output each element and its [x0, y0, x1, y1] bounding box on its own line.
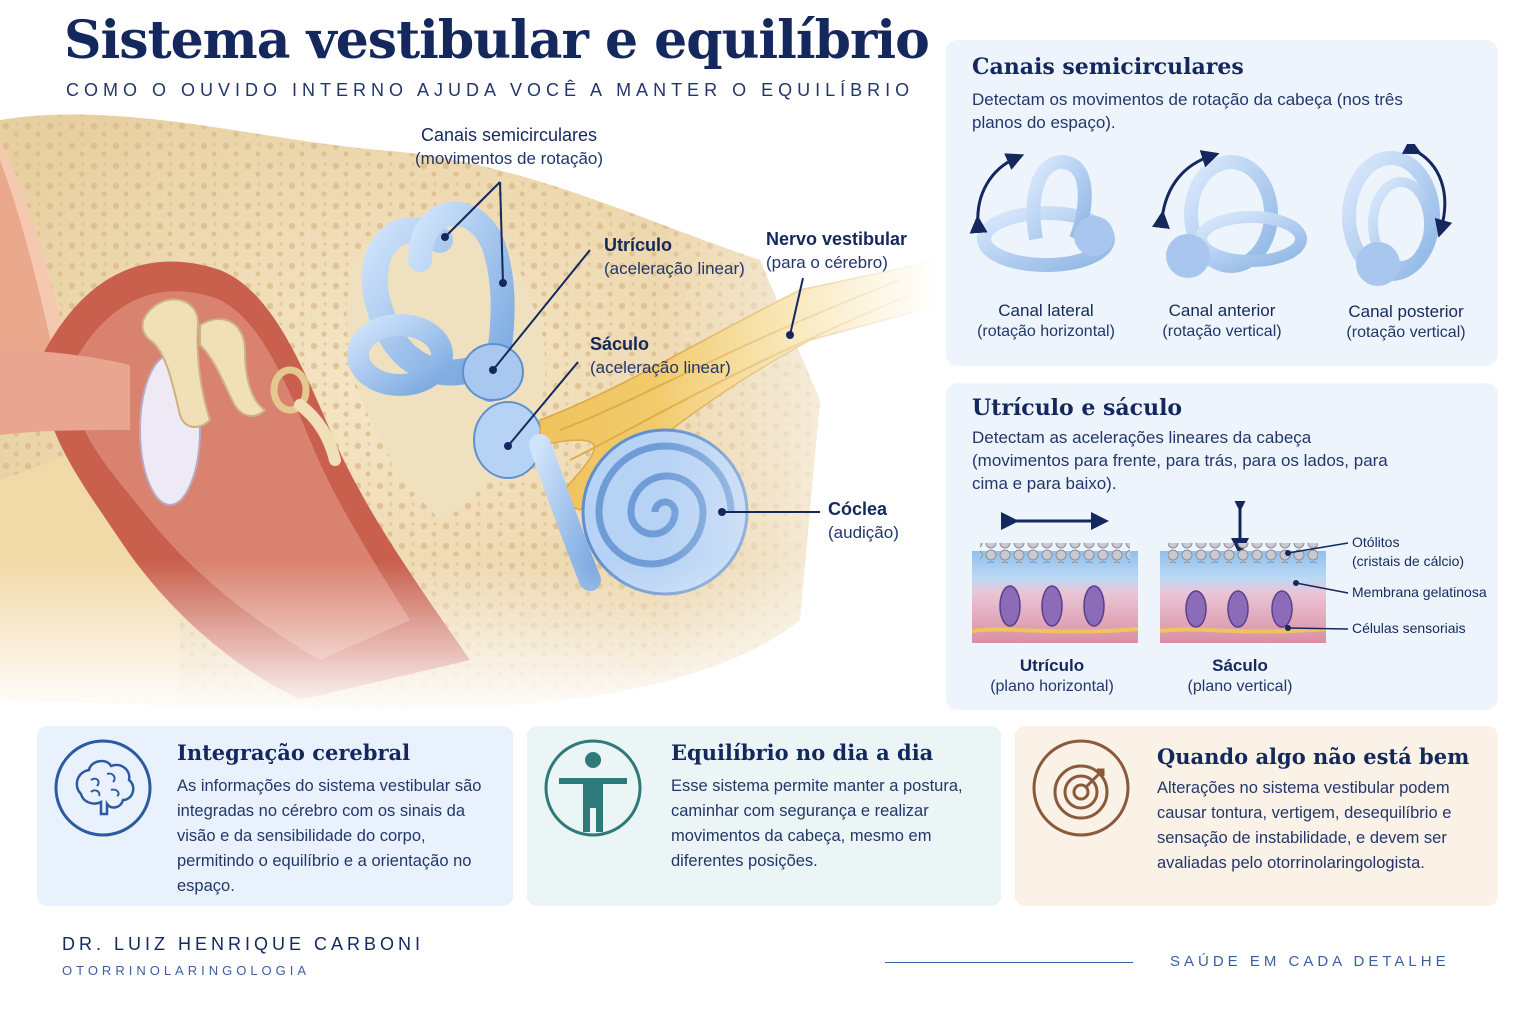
utriculo-caption: Utrículo (plano horizontal): [982, 655, 1122, 697]
utriculo-desc: (plano horizontal): [990, 678, 1114, 695]
card-integracao-cerebral: Integração cerebral As informações do si…: [37, 726, 513, 906]
label-utriculo-sub: (aceleração linear): [604, 259, 745, 278]
legend-otolitos-sub: (cristais de cálcio): [1352, 553, 1465, 569]
footer-tagline: SAÚDE EM CADA DETALHE: [1170, 953, 1450, 970]
panel-canais-text: Detectam os movimentos de rotação da cab…: [972, 90, 1403, 132]
label-nervo-vestibular: Nervo vestibular (para o cérebro): [766, 228, 907, 274]
footer-specialty: OTORRINOLARINGOLOGIA: [62, 963, 311, 978]
canal-posterior-desc: (rotação vertical): [1346, 324, 1466, 341]
card-integracao-text: As informações do sistema vestibular são…: [177, 777, 482, 895]
spiral-target-icon: [1032, 739, 1130, 837]
legend-leader-lines: [1285, 542, 1349, 631]
canal-posterior-name: Canal posterior: [1348, 302, 1464, 321]
canal-anterior-desc: (rotação vertical): [1162, 323, 1282, 340]
utriculo-name: Utrículo: [1019, 656, 1085, 675]
card-quando-algo-nao-esta-bem: Quando algo não está bem Alterações no s…: [1015, 726, 1498, 906]
canal-lateral-name: Canal lateral: [998, 301, 1094, 320]
utricle-tissue-icon: [971, 512, 1139, 643]
label-nervo-sub: (para o cérebro): [766, 253, 888, 272]
footer-doctor-name: DR. LUIZ HENRIQUE CARBONI: [62, 934, 425, 954]
label-utriculo: Utrículo (aceleração linear): [604, 234, 745, 280]
label-canais-title: Canais semicirculares: [420, 125, 598, 145]
panel-otolitos-title: Utrículo e sáculo: [972, 395, 1183, 421]
canal-anterior-name: Canal anterior: [1168, 301, 1276, 320]
inner-ear-illustration: [0, 100, 940, 715]
canal-anterior-caption: Canal anterior (rotação vertical): [1152, 300, 1292, 342]
card-quando-text: Alterações no sistema vestibular podem c…: [1157, 779, 1452, 872]
label-utriculo-title: Utrículo: [604, 235, 673, 255]
legend-membrana: Membrana gelatinosa: [1352, 584, 1487, 600]
page-subtitle: COMO O OUVIDO INTERNO AJUDA VOCÊ A MANTE…: [66, 80, 915, 100]
card-quando-title: Quando algo não está bem: [1157, 744, 1470, 769]
person-balance-icon: [544, 739, 642, 837]
label-canais-sub: (movimentos de rotação): [415, 149, 604, 168]
label-coclea-sub: (audição): [828, 523, 899, 542]
label-nervo-title: Nervo vestibular: [766, 229, 908, 249]
card-equilibrio-dia-a-dia: Equilíbrio no dia a dia Esse sistema per…: [527, 726, 1001, 906]
canal-lateral-desc: (rotação horizontal): [977, 323, 1115, 340]
label-coclea: Cóclea (audição): [828, 498, 899, 544]
saculo-name: Sáculo: [1212, 656, 1268, 675]
page-title: Sistema vestibular e equilíbrio: [64, 10, 930, 71]
legend-otolitos-title: Otólitos: [1352, 534, 1400, 550]
brain-icon: [54, 739, 152, 837]
canals-diagram: [969, 144, 1453, 286]
saculo-caption: Sáculo (plano vertical): [1170, 655, 1310, 697]
card-integracao-title: Integração cerebral: [177, 740, 411, 765]
canal-lateral-icon: [969, 153, 1115, 272]
panel-canais-title: Canais semicirculares: [972, 54, 1244, 80]
canal-posterior-icon: [1342, 144, 1453, 286]
canal-posterior-caption: Canal posterior (rotação vertical): [1336, 301, 1476, 343]
label-saculo-sub: (aceleração linear): [590, 358, 731, 377]
card-equilibrio-text: Esse sistema permite manter a postura, c…: [671, 777, 963, 870]
legend-otolitos: Otólitos (cristais de cálcio): [1352, 533, 1464, 571]
canal-anterior-icon: [1152, 150, 1307, 278]
saculo-desc: (plano vertical): [1187, 678, 1293, 695]
canal-lateral-caption: Canal lateral (rotação horizontal): [976, 300, 1116, 342]
label-coclea-title: Cóclea: [828, 499, 888, 519]
legend-celulas: Células sensoriais: [1352, 620, 1466, 636]
card-equilibrio-title: Equilíbrio no dia a dia: [671, 740, 934, 765]
otolith-organs-diagram: [971, 501, 1327, 643]
footer-divider: [885, 962, 1133, 963]
label-canais-semicirculares: Canais semicirculares (movimentos de rot…: [415, 124, 603, 170]
label-saculo: Sáculo (aceleração linear): [590, 333, 731, 379]
panel-canais-semicirculares: Canais semicirculares Detectam os movime…: [946, 40, 1498, 366]
label-saculo-title: Sáculo: [590, 334, 650, 354]
panel-utriculo-saculo: Utrículo e sáculo Detectam as aceleraçõe…: [946, 383, 1498, 710]
panel-otolitos-text: Detectam as acelerações lineares da cabe…: [972, 428, 1388, 493]
